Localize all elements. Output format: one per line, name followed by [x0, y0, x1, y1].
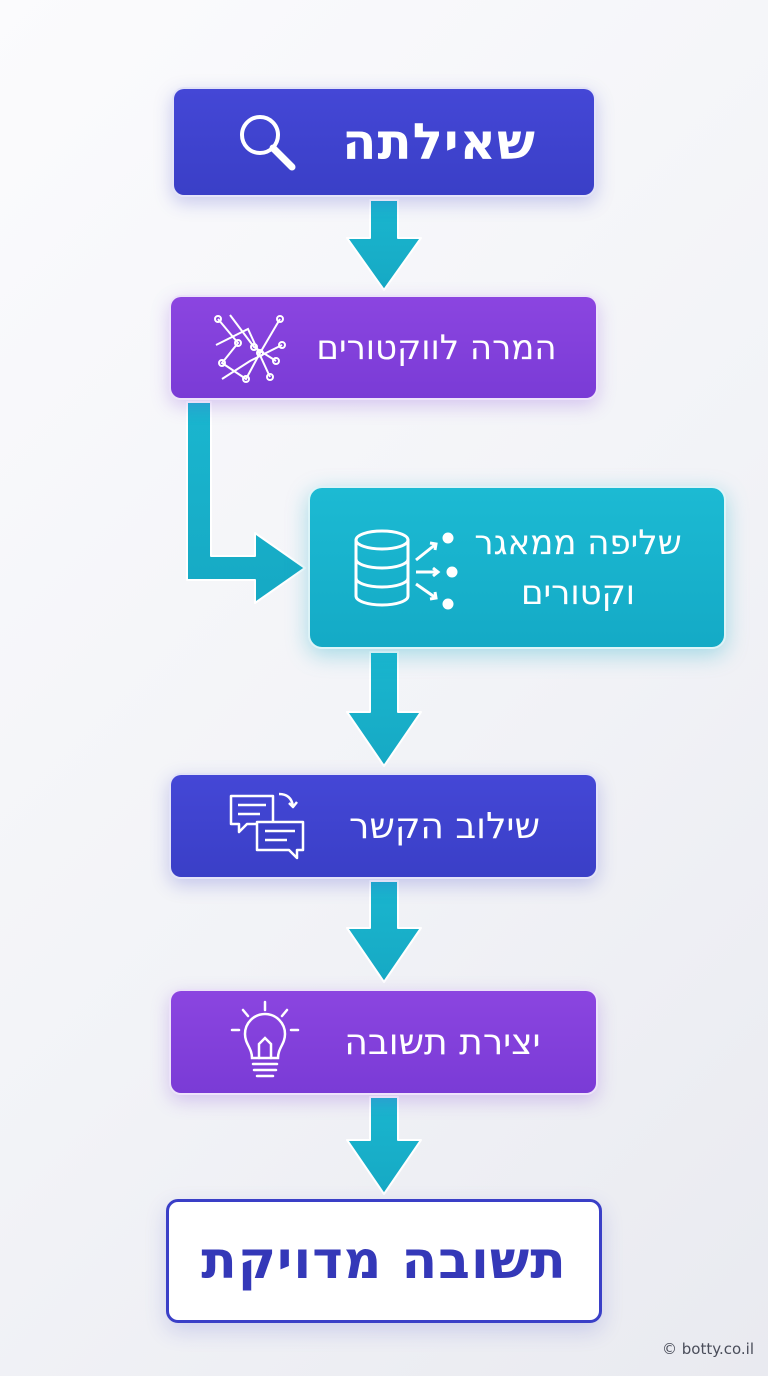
step-context: שילוב הקשר	[169, 773, 598, 879]
arrow-vectorize-to-retrieve	[186, 401, 306, 604]
step-context-label: שילוב הקשר	[349, 805, 540, 847]
arrow-query-to-vectorize	[346, 199, 422, 291]
step-answer-label: תשובה מדויקת	[201, 1231, 567, 1291]
database-icon	[352, 518, 462, 618]
step-retrieve-label-line2: וקטורים	[520, 572, 636, 613]
arrow-retrieve-to-context	[346, 651, 422, 767]
step-vectorize: המרה לווקטורים	[169, 295, 598, 400]
step-retrieve-label: שליפה ממאגר וקטורים	[474, 518, 681, 618]
step-query-label: שאילתה	[342, 113, 536, 171]
lightbulb-icon	[226, 1000, 304, 1084]
step-generate-label: יצירת תשובה	[344, 1021, 541, 1063]
step-vectorize-label: המרה לווקטורים	[316, 327, 557, 368]
step-query: שאילתה	[172, 87, 596, 197]
arrow-context-to-generate	[346, 880, 422, 983]
chat-bubbles-icon	[227, 790, 309, 862]
step-retrieve: שליפה ממאגר וקטורים	[308, 486, 726, 649]
vector-network-icon	[210, 309, 288, 387]
step-answer: תשובה מדויקת	[166, 1199, 602, 1323]
step-retrieve-label-line1: שליפה ממאגר	[474, 522, 682, 563]
arrow-generate-to-answer	[346, 1096, 422, 1195]
step-generate: יצירת תשובה	[169, 989, 598, 1095]
copyright-text: © botty.co.il	[662, 1340, 754, 1358]
search-icon	[232, 107, 302, 177]
